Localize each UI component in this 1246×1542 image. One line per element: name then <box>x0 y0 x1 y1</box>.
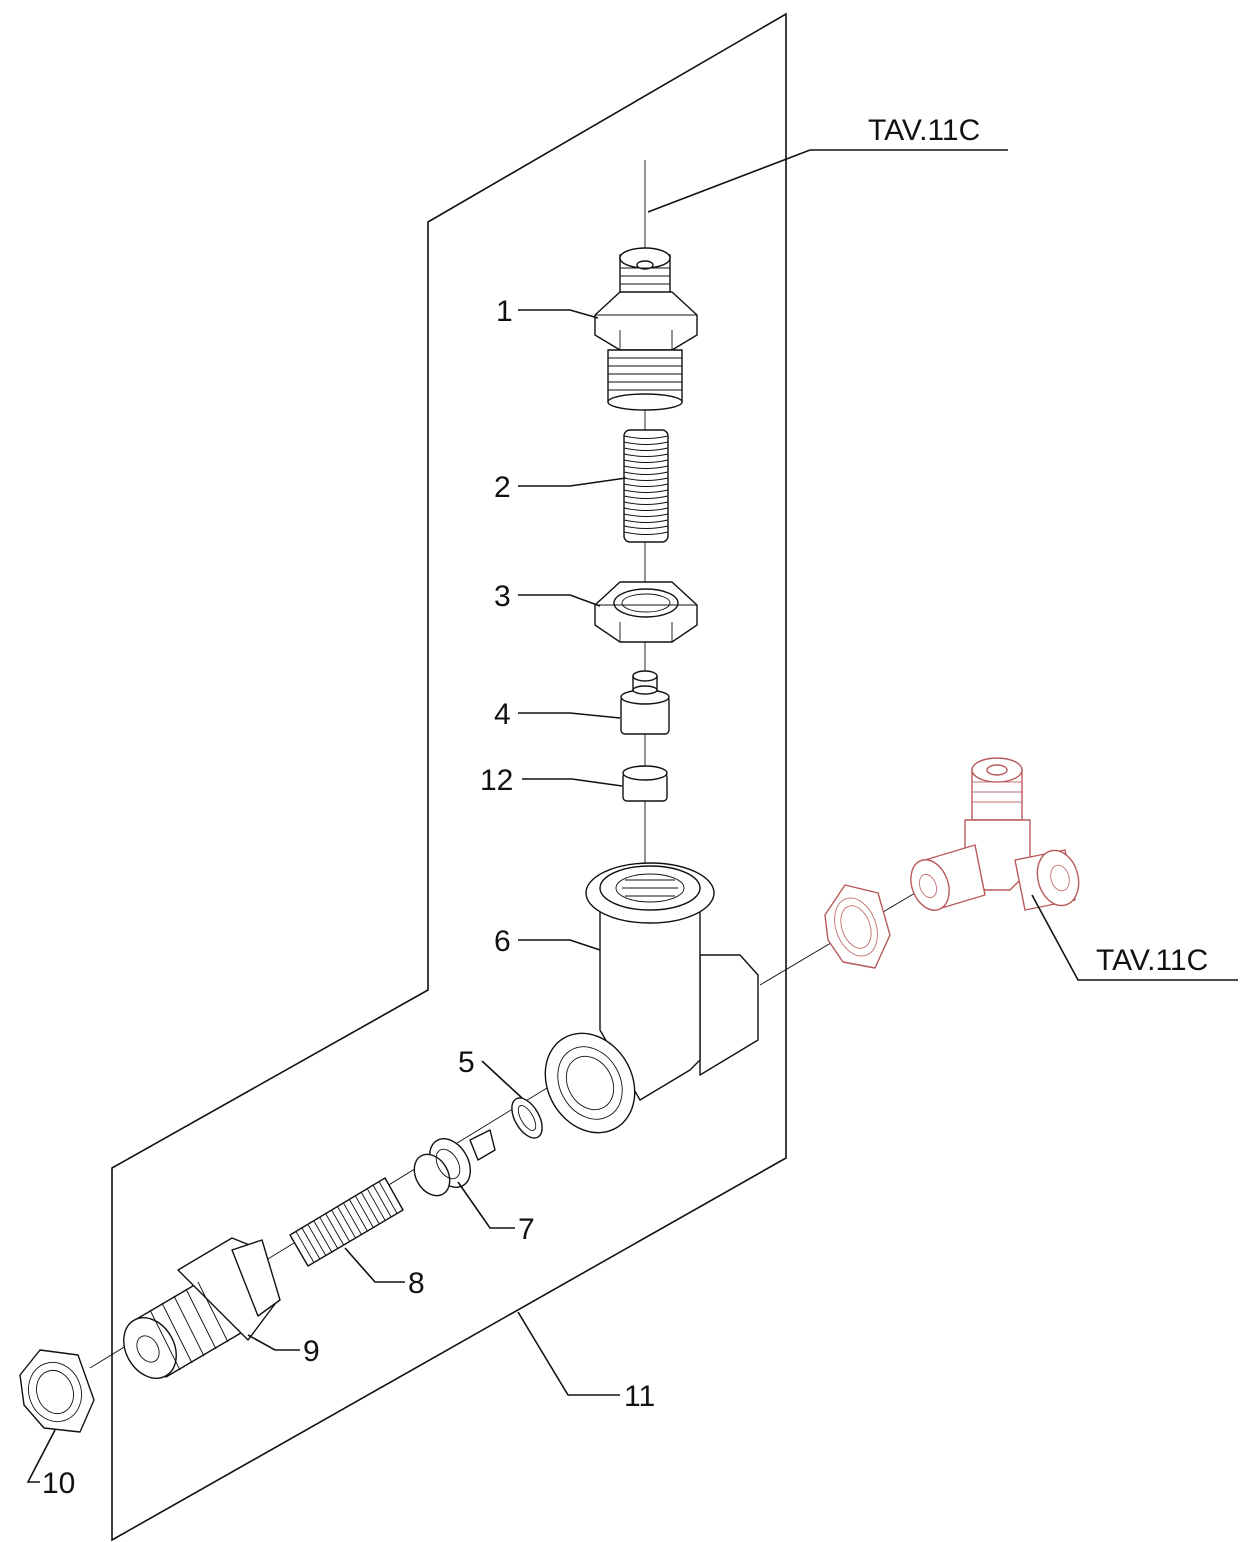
part-3-hex-nut <box>594 581 698 643</box>
leader-ref-top <box>647 149 1008 213</box>
part-9-threaded-body <box>123 1237 281 1379</box>
leader-7 <box>457 1181 515 1229</box>
mounting-panel <box>111 12 787 1542</box>
part-12-seal <box>622 765 668 802</box>
leader-lines <box>26 149 1238 1483</box>
leader-1 <box>518 309 599 319</box>
leader-4 <box>518 712 621 719</box>
part-label-11: 11 <box>624 1380 655 1413</box>
part-label-4: 4 <box>494 698 511 731</box>
reference-nut-red <box>824 884 891 969</box>
leader-2 <box>518 477 627 487</box>
leader-8 <box>344 1247 405 1283</box>
leader-12 <box>522 778 623 787</box>
part-8-spring <box>289 1177 404 1267</box>
part-label-7: 7 <box>518 1213 535 1246</box>
ref-label-right: TAV.11C <box>1096 944 1208 977</box>
part-label-1: 1 <box>496 295 513 328</box>
part-label-3: 3 <box>494 580 511 613</box>
leader-3 <box>518 594 601 607</box>
part-label-12: 12 <box>480 764 513 797</box>
leader-11 <box>517 1311 620 1396</box>
leader-9 <box>247 1334 300 1351</box>
part-7-valve-poppet <box>413 1129 496 1197</box>
part-label-10: 10 <box>42 1467 75 1500</box>
leader-5 <box>481 1060 523 1099</box>
leader-10 <box>26 1429 56 1483</box>
part-label-6: 6 <box>494 925 511 958</box>
reference-tee-fitting-red <box>910 757 1080 911</box>
part-4-piston <box>620 670 670 735</box>
part-label-2: 2 <box>494 471 511 504</box>
part-10-hex-lock-nut <box>19 1349 95 1433</box>
part-label-8: 8 <box>408 1267 425 1300</box>
part-1-hex-nipple <box>594 247 698 411</box>
part-label-5: 5 <box>458 1046 475 1079</box>
part-2-spring <box>623 429 669 543</box>
part-6-elbow-body <box>544 862 759 1134</box>
part-5-o-ring <box>511 1097 543 1139</box>
ref-label-top: TAV.11C <box>868 114 980 147</box>
part-label-9: 9 <box>303 1335 320 1368</box>
leader-ref-right <box>1031 894 1238 981</box>
leader-6 <box>518 939 601 951</box>
